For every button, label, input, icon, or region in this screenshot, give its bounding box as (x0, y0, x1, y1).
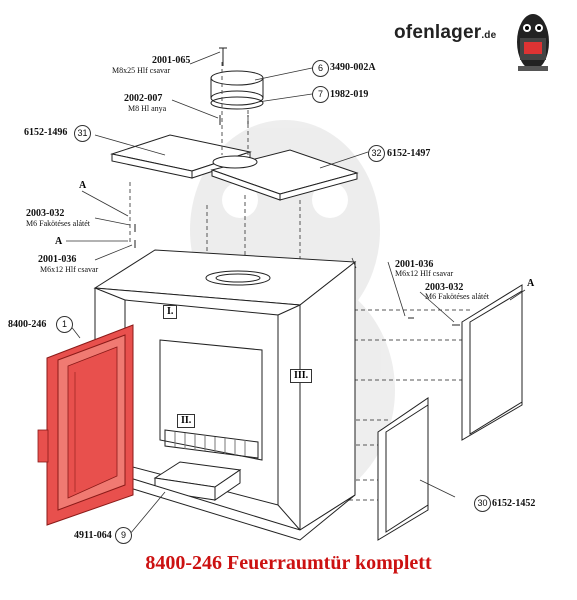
part-number-badge: 31 (74, 125, 91, 142)
part-desc: M6x12 Hlf csavar (395, 269, 454, 278)
part-desc: M8x25 Hlf csavar (112, 66, 171, 75)
brand-name: ofenlager (394, 22, 482, 43)
stove-side (299, 260, 356, 531)
part-code: 2002-007 (124, 93, 163, 104)
part-number-badge: 9 (115, 527, 132, 544)
callout-letter: A (527, 278, 535, 289)
detail-marker: III. (290, 369, 313, 383)
part-code: 2003-032 (26, 208, 65, 219)
part-code: 2001-065 (152, 55, 191, 66)
side-panel-30 (377, 397, 429, 541)
flue-collar (210, 70, 264, 110)
brand-logo[interactable]: ofenlager.de (394, 22, 496, 44)
part-desc: M6 Fakötéses alátét (26, 219, 90, 228)
part-number-badge: 1 (56, 316, 73, 333)
part-code: 8400-246 (8, 319, 47, 330)
callout-letter: A (79, 180, 87, 191)
caption-title: 8400-246 Feuerraumtür komplett (145, 552, 432, 574)
part-code: 1982-019 (330, 89, 369, 100)
callout-letter: A (55, 236, 63, 247)
part-code: 6152-1452 (492, 498, 536, 509)
side-panel-top (461, 284, 523, 441)
part-code: 3490-002A (330, 62, 376, 73)
detail-marker: I. (163, 305, 178, 319)
part-number-badge: 30 (474, 495, 491, 512)
part-number-badge: 32 (368, 145, 385, 162)
top-bolts (219, 47, 249, 125)
stove-mascot-logo (517, 14, 549, 71)
part-number-badge: 7 (312, 86, 329, 103)
part-code: 4911-064 (74, 530, 112, 541)
part-desc: M8 Hl anya (128, 104, 167, 113)
part-code: 6152-1497 (387, 148, 431, 159)
ash-drawer (153, 461, 242, 501)
part-code: 2001-036 (395, 259, 434, 270)
brand-tld: .de (481, 30, 497, 41)
part-desc: M6x12 Hlf csavar (40, 265, 99, 274)
part-number-badge: 6 (312, 60, 329, 77)
part-desc: M6 Fakötéses alátét (425, 292, 489, 301)
fire-door-highlight (37, 324, 134, 526)
grate (164, 429, 259, 459)
part-code: 2001-036 (38, 254, 77, 265)
part-code: 6152-1496 (24, 127, 68, 138)
detail-marker: II. (177, 414, 196, 428)
part-code: 2003-032 (425, 282, 464, 293)
